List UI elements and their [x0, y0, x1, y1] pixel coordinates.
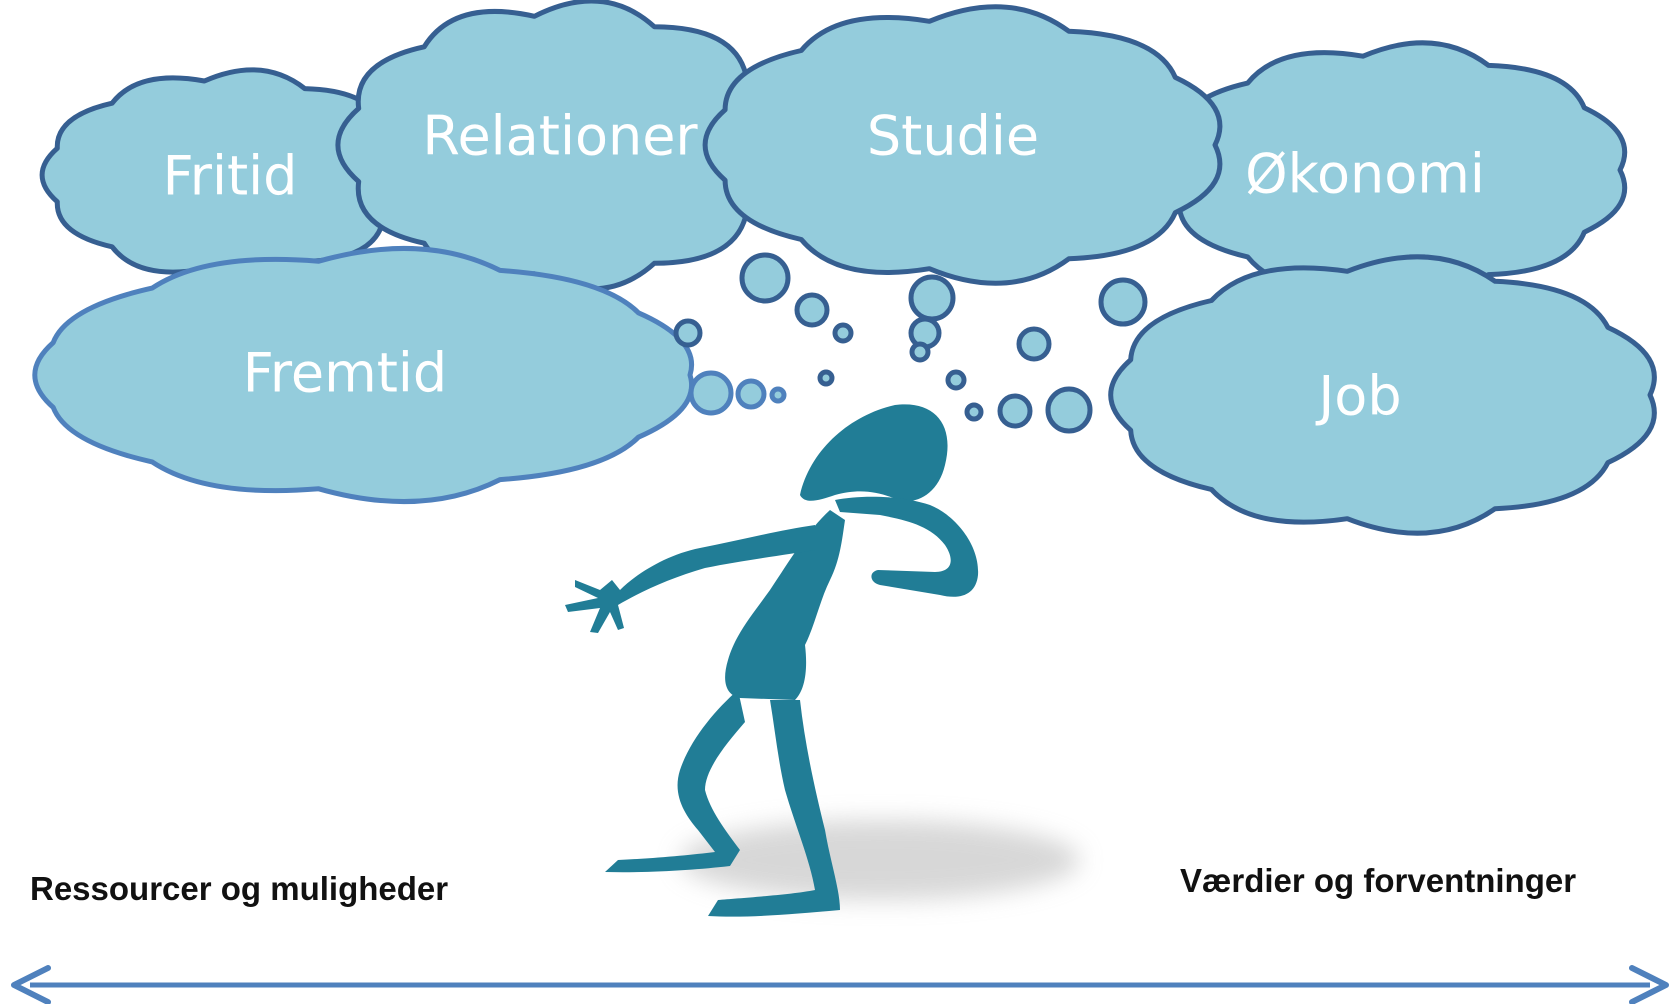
- cloud-relationer-shape: [335, 0, 790, 292]
- cloud-relationer-label: Relationer: [422, 105, 698, 168]
- cloud-fritid-label: Fritid: [163, 145, 298, 208]
- bubble: [1016, 326, 1052, 362]
- person-arm-out: [565, 525, 815, 633]
- person-leg-left: [605, 690, 745, 873]
- cloud-okonomi-label: Økonomi: [1245, 143, 1485, 206]
- bubble: [1098, 277, 1148, 327]
- bubble: [997, 393, 1033, 429]
- bubble: [1045, 386, 1093, 434]
- cloud-fritid: Fritid: [39, 67, 417, 283]
- bubble: [817, 369, 835, 387]
- bubble: [794, 292, 830, 328]
- cloud-job-outline: [1108, 254, 1657, 536]
- axis-left-label: Ressourcer og muligheder: [30, 870, 449, 907]
- bubble: [964, 402, 984, 422]
- double-arrow: [11, 965, 1669, 1004]
- bubble: [673, 318, 703, 348]
- person-leg-right: [708, 700, 840, 917]
- cloud-studie: Studie: [702, 4, 1223, 286]
- cloud-studie-outline: [702, 4, 1223, 286]
- cloud-relationer-outline: [335, 0, 790, 292]
- thought-bubbles-left: [688, 370, 787, 416]
- bubble: [945, 369, 967, 391]
- cloud-job-shape: [1108, 254, 1657, 536]
- bubble: [832, 322, 854, 344]
- bubble: [735, 378, 767, 410]
- cloud-studie-label: Studie: [867, 105, 1039, 168]
- thought-bubbles: [673, 252, 1148, 434]
- cloud-fremtid: Fremtid: [32, 245, 694, 505]
- bubble: [688, 370, 734, 416]
- person-head: [800, 404, 948, 502]
- cloud-fremtid-outline: [32, 245, 694, 505]
- person-arm-raised: [835, 496, 979, 597]
- person-torso: [725, 510, 845, 700]
- axis-right-label: Værdier og forventninger: [1180, 862, 1577, 899]
- cloud-job-label: Job: [1315, 365, 1401, 428]
- bubble: [769, 386, 787, 404]
- cloud-fremtid-label: Fremtid: [243, 342, 447, 405]
- cloud-relationer: Relationer: [335, 0, 790, 292]
- cloud-fremtid-shape: [32, 245, 694, 505]
- bubble: [908, 274, 956, 322]
- bubble: [909, 341, 931, 363]
- arrow-right-head: [1629, 965, 1669, 1004]
- bubble: [739, 252, 791, 304]
- cloud-studie-shape: [702, 4, 1223, 286]
- thinking-person: [565, 404, 979, 917]
- cloud-job: Job: [1108, 254, 1657, 536]
- arrow-left-head: [11, 965, 51, 1004]
- figure-shadow: [680, 820, 1080, 900]
